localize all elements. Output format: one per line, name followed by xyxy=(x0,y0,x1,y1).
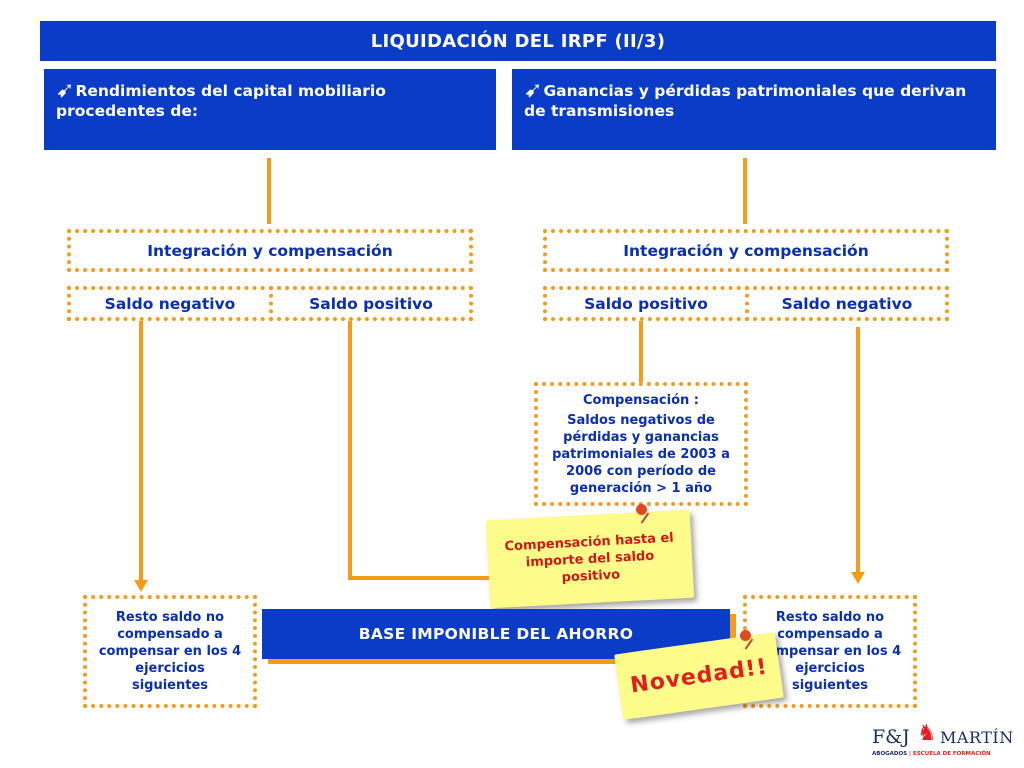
page-title: LIQUIDACIÓN DEL IRPF (II/3) xyxy=(40,21,996,61)
left-integration-box: Integración y compensación xyxy=(67,229,473,272)
logo-tagline: ABOGADOS | ESCUELA DE FORMACIÓN xyxy=(872,751,991,757)
right-negative-label: Saldo negativo xyxy=(781,294,913,313)
connector-left-top xyxy=(267,158,271,224)
company-logo: F&J ♞ MARTÍN ABOGADOS | ESCUELA DE FORMA… xyxy=(868,722,1018,762)
sticky-note-compensation: Compensación hasta el importe del saldo … xyxy=(485,509,695,609)
left-positive-box: Saldo positivo xyxy=(269,286,473,321)
hand-pointing-icon: ➹ xyxy=(524,78,543,103)
novedad-text: Novedad!! xyxy=(628,654,770,698)
logo-tagline-left: ABOGADOS xyxy=(872,751,908,757)
right-positive-box: Saldo positivo xyxy=(543,286,749,321)
pushpin-icon xyxy=(632,502,652,526)
hand-pointing-icon: ➹ xyxy=(56,78,75,103)
left-remainder-text: Resto saldo no compensado a compensar en… xyxy=(98,610,242,693)
connector-left-positive-down xyxy=(348,321,352,580)
left-negative-label: Saldo negativo xyxy=(104,294,236,313)
arrow-right-remainder xyxy=(851,572,865,584)
logo-name-right: MARTÍN xyxy=(940,728,1014,747)
connector-left-positive-across xyxy=(348,576,498,580)
right-integration-label: Integración y compensación xyxy=(623,241,869,260)
logo-tagline-right: ESCUELA DE FORMACIÓN xyxy=(912,751,991,757)
logo-tagline-separator: | xyxy=(909,751,912,757)
right-negative-box: Saldo negativo xyxy=(745,286,949,321)
knight-icon: ♞ xyxy=(917,721,937,746)
left-integration-label: Integración y compensación xyxy=(147,241,393,260)
left-positive-label: Saldo positivo xyxy=(309,294,433,313)
compensation-box: Compensación : Saldos negativos de pérdi… xyxy=(534,382,748,506)
arrow-left-remainder xyxy=(134,580,148,592)
left-remainder-box: Resto saldo no compensado a compensar en… xyxy=(83,595,257,708)
connector-right-negative xyxy=(856,327,860,574)
pushpin-head xyxy=(636,504,647,515)
left-header-text: Rendimientos del capital mobiliario proc… xyxy=(56,82,386,120)
right-positive-label: Saldo positivo xyxy=(584,294,708,313)
right-remainder-text: Resto saldo no compensado a compensar en… xyxy=(758,610,902,693)
compensation-body: Saldos negativos de pérdidas y ganancias… xyxy=(552,412,730,496)
pushpin-icon xyxy=(736,628,756,652)
compensation-heading: Compensación : xyxy=(583,392,699,408)
left-header-box: ➹Rendimientos del capital mobiliario pro… xyxy=(44,69,496,150)
pushpin-head xyxy=(740,630,751,641)
connector-right-top xyxy=(743,158,747,224)
base-imponible-label: BASE IMPONIBLE DEL AHORRO xyxy=(358,625,634,643)
connector-right-positive xyxy=(639,321,643,383)
right-integration-box: Integración y compensación xyxy=(543,229,949,272)
right-header-text: Ganancias y pérdidas patrimoniales que d… xyxy=(524,82,967,120)
logo-name-left: F&J xyxy=(872,726,910,748)
connector-left-negative xyxy=(139,321,143,582)
left-negative-box: Saldo negativo xyxy=(67,286,273,321)
sticky-note-text: Compensación hasta el importe del saldo … xyxy=(504,530,675,585)
right-header-box: ➹Ganancias y pérdidas patrimoniales que … xyxy=(512,69,996,150)
